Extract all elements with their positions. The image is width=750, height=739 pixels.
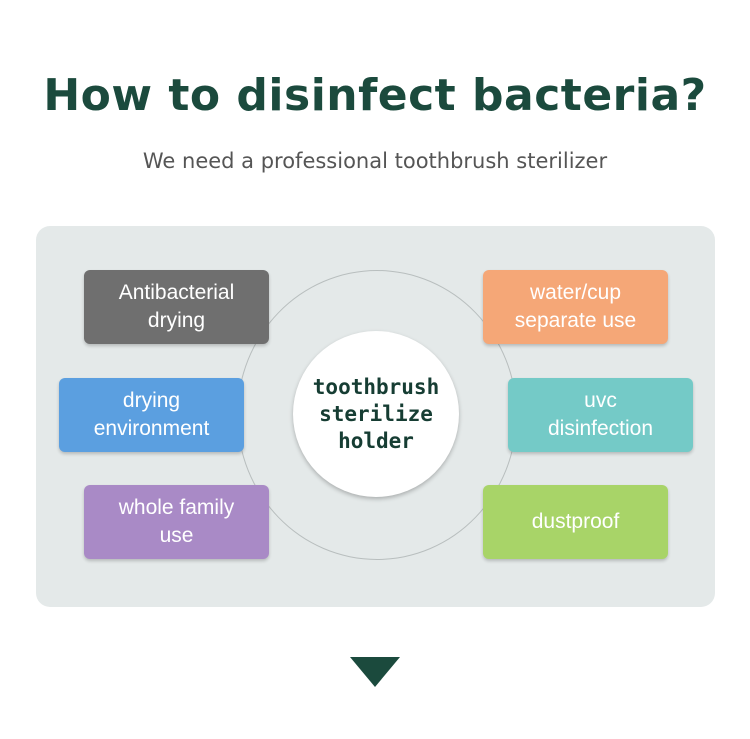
center-line: holder	[338, 428, 414, 453]
feature-separate-use: water/cup separate use	[483, 270, 668, 344]
page-title: How to disinfect bacteria?	[43, 70, 707, 121]
feature-label: use	[159, 524, 194, 547]
down-arrow-icon	[350, 657, 400, 687]
feature-label: drying	[122, 389, 181, 412]
feature-label: drying	[147, 309, 206, 332]
page-subtitle: We need a professional toothbrush steril…	[142, 149, 608, 173]
feature-label: dustproof	[531, 510, 620, 533]
feature-label: water/cup	[529, 281, 622, 304]
center-line: toothbrush	[312, 374, 440, 399]
feature-label: Antibacterial	[118, 281, 235, 304]
feature-dustproof: dustproof	[483, 485, 668, 559]
feature-label: disinfection	[547, 417, 654, 440]
feature-uvc-disinfection: uvc disinfection	[508, 378, 693, 452]
feature-drying-environment: drying environment	[59, 378, 244, 452]
feature-label: uvc	[584, 389, 617, 412]
feature-whole-family: whole family use	[84, 485, 269, 559]
center-line: sterilize	[319, 401, 433, 426]
center-circle: toothbrush sterilize holder	[293, 331, 459, 497]
feature-label: separate use	[514, 309, 637, 332]
feature-label: whole family	[118, 496, 235, 519]
feature-label: environment	[93, 417, 210, 440]
feature-antibacterial-drying: Antibacterial drying	[84, 270, 269, 344]
